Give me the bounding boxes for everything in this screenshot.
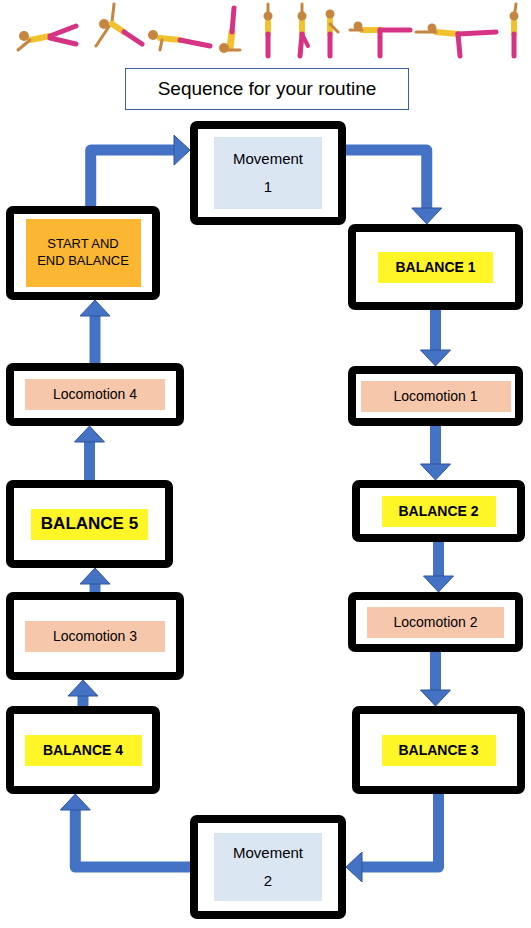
sequence-box: BALANCE 3 (352, 706, 525, 794)
arrow-shaft (75, 810, 190, 867)
arrow-shaft (346, 150, 427, 208)
yoga-figure (219, 8, 240, 53)
sequence-box: START AND END BALANCE (6, 206, 160, 300)
arrow-shaft (430, 426, 441, 464)
flow-arrow (91, 135, 190, 206)
title-box: Sequence for your routine (125, 68, 409, 110)
flow-arrow (346, 150, 442, 224)
text-stack: BALANCE 1 (378, 252, 493, 283)
step-label: BALANCE 1 (378, 252, 493, 283)
flow-arrow (68, 680, 98, 706)
arrow-shaft (362, 794, 439, 867)
yoga-figure (264, 4, 273, 56)
arrow-shaft (90, 584, 101, 592)
step-label: Locomotion 4 (25, 379, 165, 410)
step-label: BALANCE 5 (31, 509, 148, 540)
sequence-box: BALANCE 4 (6, 706, 160, 794)
arrow-head (421, 350, 451, 366)
step-label: Locomotion 1 (361, 381, 511, 412)
step-label: Locomotion 3 (25, 621, 165, 652)
flow-arrow (346, 794, 439, 882)
yoga-figure (148, 30, 210, 50)
arrow-head (346, 852, 362, 882)
yoga-figure (416, 24, 496, 57)
arrow-head (75, 426, 105, 442)
arrow-head (68, 680, 98, 696)
flow-arrow (80, 568, 110, 592)
arrow-shaft (90, 316, 101, 363)
sequence-box: BALANCE 5 (6, 480, 173, 568)
step-label: BALANCE 2 (382, 496, 496, 527)
flow-arrow (75, 426, 105, 480)
text-stack: BALANCE 3 (382, 735, 496, 766)
flow-arrow (80, 300, 110, 363)
arrow-shaft (78, 696, 89, 706)
flow-arrow (421, 652, 451, 706)
flow-arrow (60, 794, 190, 867)
sequence-box: BALANCE 1 (348, 224, 523, 310)
arrow-head (412, 208, 442, 224)
arrow-shaft (430, 652, 441, 690)
text-stack: Locomotion 3 (25, 621, 165, 652)
step-label: Movement 1 (214, 137, 322, 209)
sequence-box: Locomotion 2 (348, 592, 523, 652)
step-label: BALANCE 4 (25, 735, 142, 766)
text-stack: Movement 2 (214, 833, 322, 901)
sequence-box: Locomotion 3 (6, 592, 184, 680)
sequence-box: Locomotion 4 (6, 363, 184, 426)
flow-arrow (421, 426, 451, 480)
arrow-shaft (430, 310, 441, 350)
text-stack: Movement 1 (214, 137, 322, 209)
step-label: Locomotion 2 (367, 607, 504, 638)
text-stack: Locomotion 2 (367, 607, 504, 638)
yoga-figure (350, 22, 410, 57)
text-stack: BALANCE 4 (25, 735, 142, 766)
arrow-head (80, 568, 110, 584)
flow-arrow (424, 542, 454, 592)
sequence-box: Locomotion 1 (348, 366, 523, 426)
arrow-shaft (91, 150, 174, 206)
sequence-box: BALANCE 2 (352, 480, 525, 542)
yoga-figure (510, 4, 519, 56)
text-stack: START AND END BALANCE (26, 219, 141, 287)
step-label: BALANCE 3 (382, 735, 496, 766)
arrow-head (174, 135, 190, 165)
text-stack: BALANCE 5 (31, 509, 148, 540)
sequence-box: Movement 1 (190, 121, 346, 225)
arrow-head (421, 464, 451, 480)
text-stack: Locomotion 1 (361, 381, 511, 412)
arrow-shaft (433, 542, 444, 576)
yoga-figure (326, 10, 339, 57)
sequence-box: Movement 2 (190, 815, 346, 919)
arrow-shaft (84, 442, 95, 480)
yoga-figure (18, 26, 76, 50)
yoga-figure (96, 4, 142, 46)
yoga-pose-strip (0, 0, 531, 62)
arrow-head (60, 794, 90, 810)
arrow-head (80, 300, 110, 316)
yoga-figure (298, 4, 309, 56)
arrow-head (421, 690, 451, 706)
step-label: START AND END BALANCE (26, 219, 141, 287)
step-label: Movement 2 (214, 833, 322, 901)
text-stack: Locomotion 4 (25, 379, 165, 410)
flow-arrow (421, 310, 451, 366)
arrow-head (424, 576, 454, 592)
text-stack: BALANCE 2 (382, 496, 496, 527)
